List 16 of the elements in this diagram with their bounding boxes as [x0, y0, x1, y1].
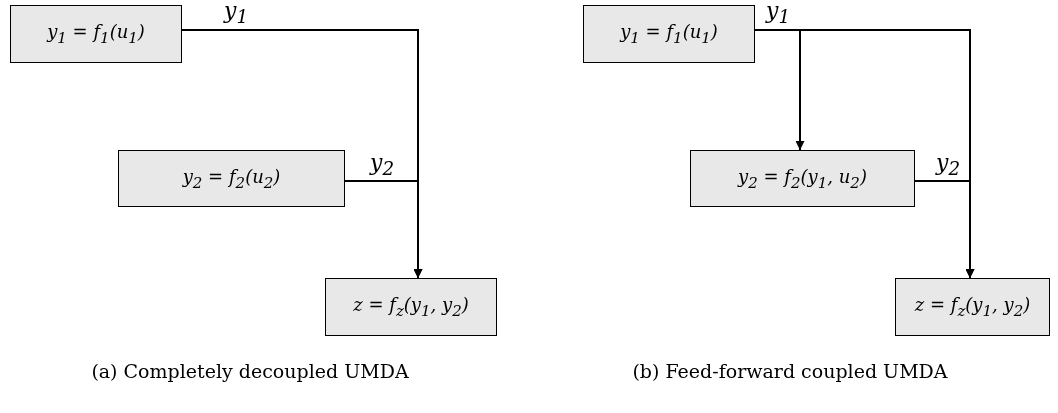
- equation: y$_{1}$ = f$_{1}$(u$_{1}$): [620, 21, 718, 47]
- arrow: [344, 180, 423, 279]
- process-box: [895, 278, 1050, 336]
- process-box: [118, 150, 345, 207]
- caption: (a) Completely decoupled UMDA: [91, 360, 409, 382]
- caption: (b) Feed-forward coupled UMDA: [632, 360, 948, 382]
- arrow: [914, 180, 975, 279]
- equation: z = f$_{z}$(y$_{1}$, y$_{2}$): [914, 294, 1031, 320]
- process-box: [10, 5, 182, 63]
- equation: y$_{2}$ = f$_{2}$(u$_{2}$): [182, 165, 281, 192]
- equation: z = f$_{z}$(y$_{1}$, y$_{2}$): [353, 294, 469, 320]
- equation: y$_{1}$ = f$_{1}$(u$_{1}$): [47, 21, 145, 47]
- process-box: [583, 5, 755, 63]
- process-box: [690, 150, 915, 207]
- equation: y$_{2}$ = f$_{2}$(y$_{1}$, u$_{2}$): [738, 165, 867, 192]
- process-box: [325, 278, 497, 336]
